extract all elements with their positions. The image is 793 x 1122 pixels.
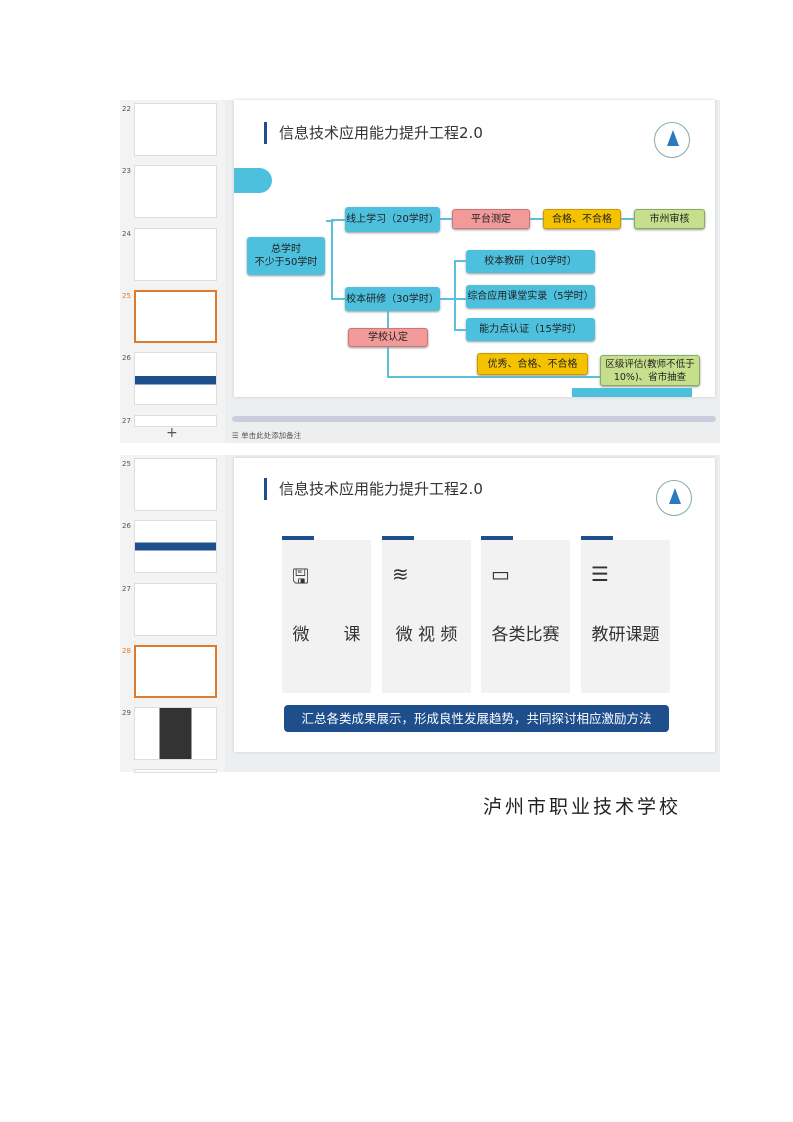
node-school-training: 校本研修（30学时）: [345, 287, 440, 311]
thumb-number: 27: [122, 417, 131, 425]
card-micro-lesson: 🖫 微 课: [282, 536, 371, 693]
slide-thumbnail[interactable]: [134, 583, 217, 636]
slide-thumbnail[interactable]: [134, 103, 217, 156]
node-pass-fail: 合格、不合格: [543, 209, 621, 229]
thumb-number: 29: [122, 709, 131, 717]
node-classroom-record: 综合应用课堂实录（5学时）: [466, 285, 595, 308]
notes-icon: ☰: [232, 431, 242, 440]
screenshot-mindmap-slide: 22 23 24 25 26 27 + 信息技术应用能力提升工程2.0 总学时 …: [120, 100, 720, 443]
card-label: 各类比赛: [491, 625, 560, 645]
node-district-eval: 区级评估(教师不低于10%)、省市抽查: [600, 355, 700, 386]
slide-title: 信息技术应用能力提升工程2.0: [264, 478, 483, 500]
node-total-hours: 总学时 不少于50学时: [247, 237, 325, 275]
slide-thumbnail[interactable]: [134, 769, 217, 773]
thumb-number: 23: [122, 167, 131, 175]
slide-thumbnail[interactable]: [134, 707, 217, 760]
thumb-number: 26: [122, 522, 131, 530]
node-online-learning: 线上学习（20学时）: [345, 207, 440, 232]
slide-thumbnail[interactable]: [134, 520, 217, 573]
card-research: ☰ 教研课题: [581, 536, 670, 693]
school-logo: [656, 480, 692, 516]
thumb-number: 25: [122, 460, 131, 468]
slide-thumbnail[interactable]: [134, 228, 217, 281]
node-platform-test: 平台测定: [452, 209, 530, 229]
archive-icon: ▭: [491, 562, 510, 586]
node-grades: 优秀、合格、不合格: [477, 353, 588, 375]
slide-thumbnail-panel[interactable]: 22 23 24 25 26 27 +: [120, 100, 225, 443]
card-micro-video: ≋ 微 视 频: [382, 536, 471, 693]
node-ability-cert: 能力点认证（15学时）: [466, 318, 595, 341]
node-school-research: 校本教研（10学时）: [466, 250, 595, 273]
slide-thumbnail-panel[interactable]: 25 26 27 28 29: [120, 455, 225, 773]
slide-thumbnail[interactable]: [134, 165, 217, 218]
card-competitions: ▭ 各类比赛: [481, 536, 570, 693]
thumb-number: 25: [122, 292, 131, 300]
slide-canvas[interactable]: 信息技术应用能力提升工程2.0 🖫微 课 ≋微 视 频 ▭各类比赛 ☰教研课题 …: [234, 458, 715, 752]
footer-school-name: 泸州市职业技术学校: [483, 796, 682, 818]
thumb-number: 27: [122, 585, 131, 593]
node-school-confirm: 学校认定: [348, 328, 428, 347]
notes-placeholder: 单击此处添加备注: [241, 431, 302, 440]
save-icon: 🖫: [292, 564, 310, 588]
thumb-number: 28: [122, 647, 131, 655]
slide-thumbnail[interactable]: [134, 415, 217, 427]
layers-icon: ≋: [392, 562, 409, 586]
screenshot-achievement-slide: 25 26 27 28 29 信息技术应用能力提升工程2.0 🖫 微 课 ≋ 微 视…: [120, 455, 720, 773]
card-label: 教研课题: [591, 625, 660, 645]
thumb-number: 22: [122, 105, 131, 113]
school-logo: [654, 122, 690, 158]
slide-thumbnail[interactable]: [134, 458, 217, 511]
decorative-tab: [234, 168, 272, 193]
summary-banner: 汇总各类成果展示，形成良性发展趋势，共同探讨相应激励方法: [284, 705, 669, 732]
notes-input[interactable]: ☰ 单击此处添加备注: [228, 428, 720, 443]
slide-title: 信息技术应用能力提升工程2.0: [264, 122, 483, 144]
document-icon: ☰: [591, 562, 609, 586]
thumb-number: 24: [122, 230, 131, 238]
card-label: 微 视 频: [395, 625, 458, 645]
decorative-bar: [572, 388, 692, 397]
slide-thumbnail-selected[interactable]: [134, 290, 217, 343]
slide-canvas[interactable]: 信息技术应用能力提升工程2.0 总学时 不少于50学时 线上学习（20学时） 平…: [234, 100, 715, 397]
node-city-review: 市州审核: [634, 209, 705, 229]
slide-thumbnail[interactable]: [134, 352, 217, 405]
thumb-number: 26: [122, 354, 131, 362]
slide-thumbnail-selected[interactable]: [134, 645, 217, 698]
horizontal-scrollbar[interactable]: [232, 416, 716, 422]
card-label: 微 课: [292, 625, 361, 645]
add-slide-button[interactable]: +: [166, 425, 178, 441]
